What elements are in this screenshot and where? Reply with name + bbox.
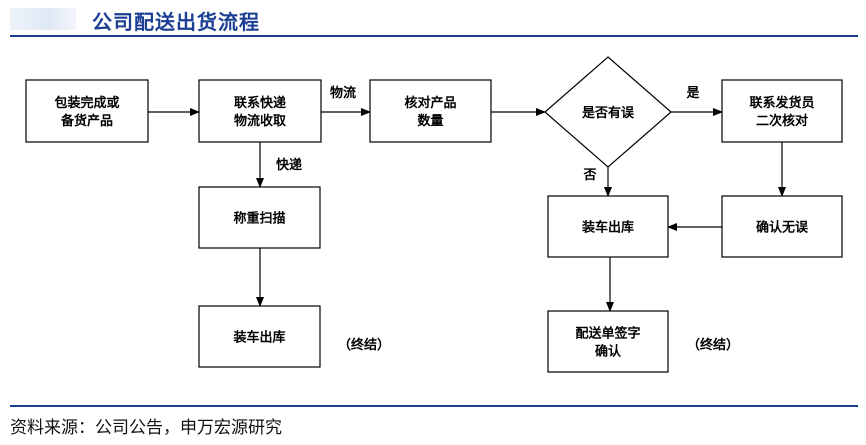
end-label: （终结）: [338, 337, 390, 353]
title-rule: [10, 35, 858, 37]
footer-rule: [10, 405, 858, 407]
node-box: [198, 79, 322, 143]
node-weigh: 称重扫描: [198, 186, 321, 249]
node-label: 联系快递: [234, 95, 286, 111]
node-label: 包装完成或: [54, 95, 119, 111]
node-check: 是否有误: [544, 56, 672, 168]
end-label: （终结）: [687, 337, 739, 353]
decision-diamond: [544, 56, 672, 168]
node-box: [25, 79, 149, 143]
node-label: 确认: [595, 344, 622, 360]
edge-label: 是: [685, 86, 700, 101]
node-box: [198, 305, 321, 368]
node-label: 确认无误: [756, 220, 809, 236]
title-bar: 公司配送出货流程: [0, 0, 866, 40]
node-label: 核对产品: [404, 95, 456, 111]
node-box: [198, 186, 321, 249]
node-label: 物流收取: [234, 113, 287, 129]
node-load-right: 装车出库: [547, 195, 669, 258]
node-label: 联系发货员: [749, 95, 814, 111]
node-box: [721, 195, 843, 258]
node-box: [547, 195, 669, 258]
node-label: 备货产品: [60, 113, 113, 129]
node-label: 装车出库: [232, 330, 285, 346]
node-label: 装车出库: [581, 220, 634, 236]
node-label: 称重扫描: [233, 211, 285, 227]
edge-label: 物流: [330, 85, 356, 101]
title-decoration: [10, 8, 76, 30]
node-confirm: 确认无误: [721, 195, 843, 258]
node-box: [547, 310, 669, 373]
node-label: 配送单签字: [575, 326, 640, 342]
edge-label: 否: [582, 168, 596, 183]
source-note: 资料来源：公司公告，申万宏源研究: [10, 418, 282, 438]
node-load-left: 装车出库: [198, 305, 321, 368]
node-label: 是否有误: [581, 105, 635, 121]
node-box: [369, 79, 492, 143]
node-label: 数量: [417, 113, 443, 129]
edge-label: 快递: [276, 157, 302, 173]
node-box: [721, 79, 843, 143]
page-title: 公司配送出货流程: [92, 10, 260, 34]
node-label: 二次核对: [756, 113, 808, 129]
